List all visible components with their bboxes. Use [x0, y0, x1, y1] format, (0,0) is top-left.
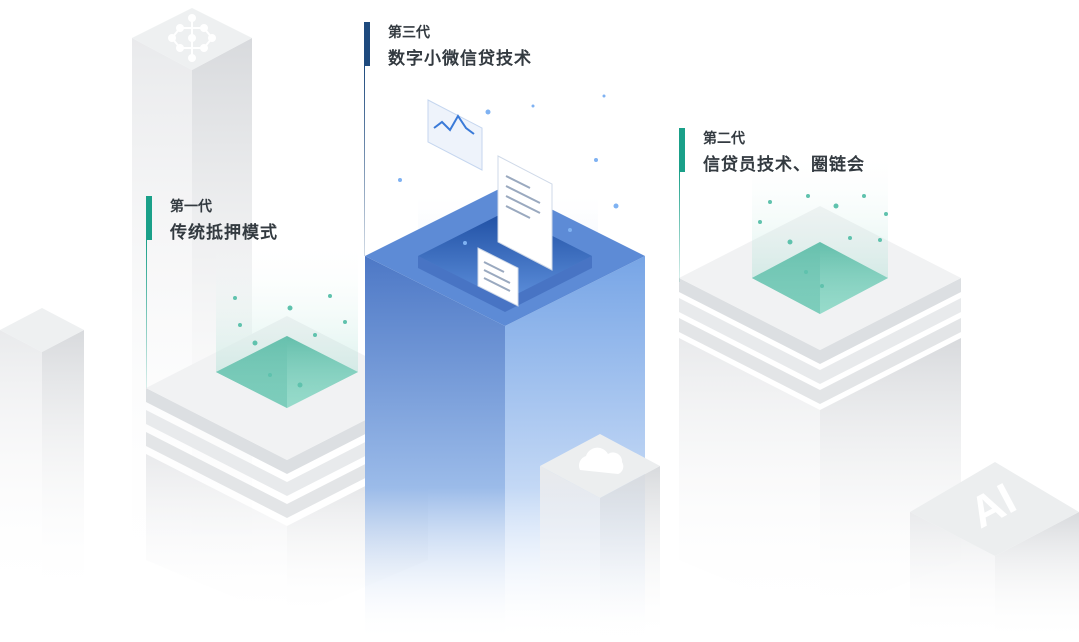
label-stem-line: [146, 240, 147, 388]
label-stem-line: [364, 66, 365, 256]
label-stem-line: [679, 172, 680, 282]
generation-title: 传统抵押模式: [170, 223, 278, 243]
document-icon: [477, 155, 553, 307]
generation-subtitle: 第一代: [170, 199, 212, 215]
generation-subtitle: 第三代: [388, 25, 430, 41]
cloud-icon: [578, 447, 624, 474]
platform-first: [146, 240, 428, 620]
generation-title: 数字小微信贷技术: [388, 49, 532, 69]
label-accent-bar: [146, 196, 152, 240]
generation-subtitle: 第二代: [703, 131, 745, 147]
tower-third: [365, 94, 645, 642]
cube-far-left: [0, 308, 84, 600]
label-accent-bar: [364, 22, 370, 66]
wave-chart-icon: [427, 99, 483, 171]
hexagon-network-icon: [168, 14, 216, 62]
cube-ai: AI: [910, 462, 1079, 642]
generation-title: 信贷员技术、圈链会: [703, 155, 865, 175]
cube-cloud: [540, 434, 660, 642]
label-accent-bar: [679, 128, 685, 172]
platform-second: [679, 150, 961, 620]
